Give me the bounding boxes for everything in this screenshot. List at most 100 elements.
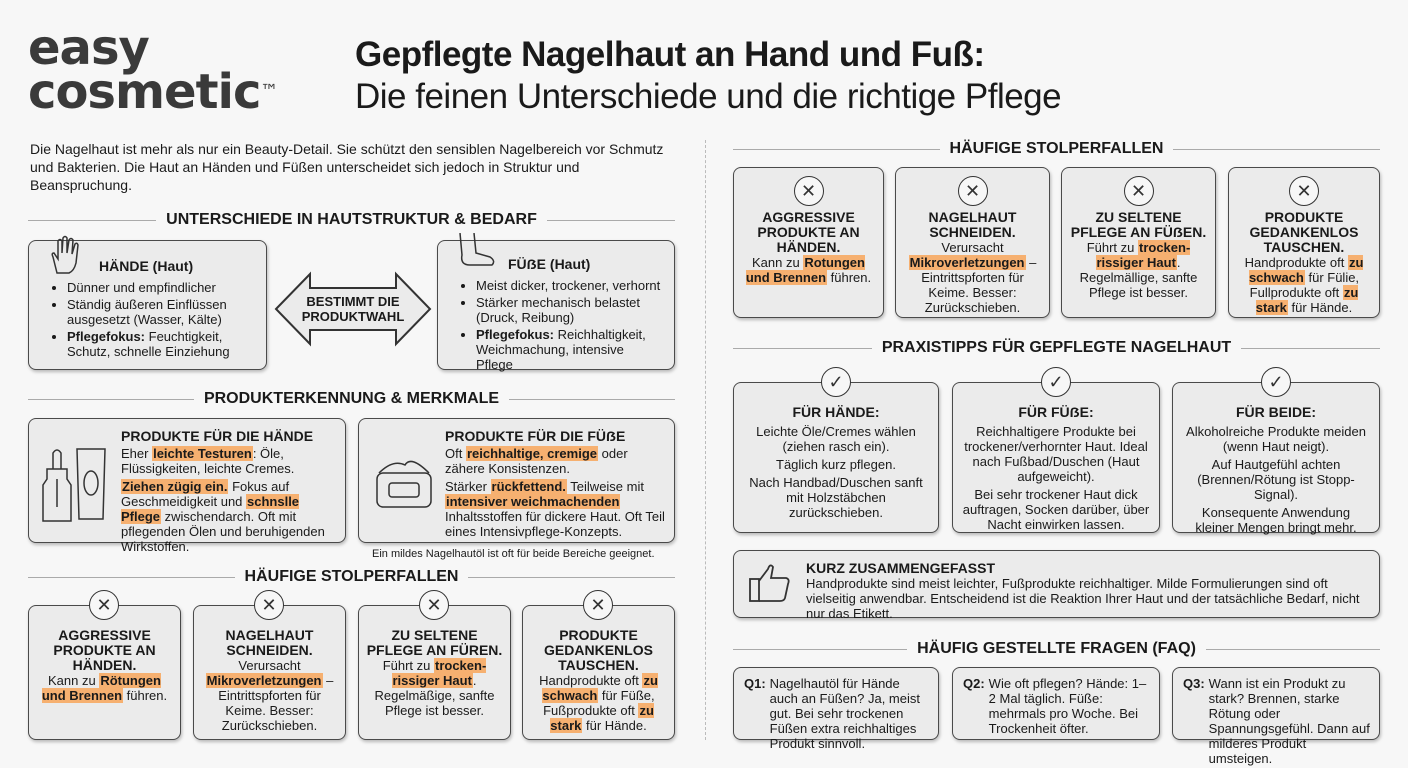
double-arrow-icon [274, 271, 432, 347]
text-segment: Stärker [445, 479, 491, 494]
feet-skin-card: FÜẞE (Haut) Meist dicker, trockener, ver… [437, 233, 675, 372]
pitfall-title: NAGELHAUT SCHNEIDEN. [225, 627, 314, 658]
products-note: Ein mildes Nagelhautöl ist oft für beide… [372, 548, 655, 560]
logo-line1: easy [28, 20, 150, 76]
faq-question-number: Q2: [963, 676, 985, 691]
rich-paragraph: Verursacht Mikroverletzungen – Eintritts… [200, 658, 339, 733]
hand-icon [51, 235, 79, 274]
arrow-label: BESTIMMT DIE PRODUKTWAHL [301, 294, 405, 324]
card-title: PRODUKTE FÜR DIE HÄNDE [121, 428, 314, 444]
pitfall-title: ZU SELTENE PFLEGE AN FÜREN. [366, 627, 503, 658]
text-segment: für Fülie, Fullprodukte oft [1249, 270, 1360, 300]
highlighted-text: rückfettend. [490, 479, 567, 494]
title-line1: Gepflegte Nagelhaut an Hand und Fuß: [355, 35, 985, 74]
text-segment: Verursacht [941, 240, 1004, 255]
check-circle-icon: ✓ [821, 367, 851, 397]
text-segment: führen. [123, 688, 168, 703]
pitfall-card: ✕ZU SELTENE PFLEGE AN FÜREN.Führt zu tro… [358, 590, 511, 740]
x-circle-icon: ✕ [957, 176, 988, 206]
highlighted-text: Mikroverletzungen [205, 673, 323, 688]
card-title: PRODUKTE FÜR DIE FÜẞE [445, 428, 626, 444]
faq-text: Nagelhautöl für Hände auch an Füßen? Ja,… [769, 676, 920, 751]
tip-title: FÜR HÄNDE: [792, 404, 880, 420]
page-title: Gepflegte Nagelhaut an Hand und Fuß:Die … [355, 34, 1062, 118]
text-segment: – Eintrittspforten für Keime. Besser: Zu… [921, 255, 1037, 315]
tip-title: FÜR BEIDE: [1235, 404, 1317, 420]
text-segment: . Regelmällige, sanfte Pflege ist besser… [1079, 255, 1198, 300]
faq-text: Wie oft pflegen? Hände: 1–2 Mal täglich.… [988, 676, 1147, 736]
check-circle-icon: ✓ [1041, 367, 1071, 397]
pitfall-title: PRODUKTE GEDANKENLOS TAUSCHEN. [544, 627, 653, 673]
text-segment: Handprodukte oft [539, 673, 643, 688]
text-segment: – Eintrittspforten für Keime. Besser: Zu… [218, 673, 334, 733]
text-segment: Führt zu [1086, 240, 1138, 255]
tip-text: Auf Hautgefühl achten (Brennen/Rötung is… [1197, 457, 1355, 502]
focus-text: Feuchtigkeit, Schutz, schnelle Einziehun… [67, 329, 230, 359]
tip-text: Alkoholreiche Produkte meiden (wenn Haut… [1186, 424, 1366, 454]
rich-paragraph: Verursacht Mikroverletzungen – Eintritts… [902, 240, 1043, 315]
pitfall-card: ✕ZU SELTENE PFLEGE AN FÜẞEN.Führt zu tro… [1061, 167, 1216, 318]
list-item: Dünner und empfindlicher [67, 280, 256, 295]
rich-paragraph: Handprodukte oft zu schwach für Fülie, F… [1235, 255, 1373, 315]
tip-card: ✓FÜR FÜẞE:Reichhaltigere Produkte bei tr… [952, 367, 1160, 533]
text-segment: Inhaltsstoffen für dickere Haut. Oft Tei… [445, 509, 665, 539]
focus-label: Pflegefokus: [476, 327, 555, 342]
pitfall-title: AGGRESSIVE PRODUKTE AN HÄNDEN. [757, 209, 860, 255]
rich-paragraph: Stärker rückfettend. Teilweise mit inten… [445, 479, 666, 539]
highlighted-text: intensiver weichmachenden [445, 494, 621, 509]
dropper-bottle-and-tube-icon [42, 448, 106, 522]
x-circle-icon: ✕ [89, 590, 119, 620]
tip-text: Konsequente Anwendung kleiner Mengen bri… [1195, 505, 1357, 535]
pitfall-title: ZU SELTENE PFLEGE AN FÜẞEN. [1070, 209, 1207, 240]
summary-card: KURZ ZUSAMMENGEFASST Handprodukte sind m… [733, 550, 1380, 621]
trademark: ™ [260, 81, 278, 102]
rich-paragraph: Kann zu Rotungen und Brennen führen. [740, 255, 877, 285]
rich-paragraph: Oft reichhaltige, cremige oder zähere Ko… [445, 446, 666, 476]
pitfall-title: NAGELHAUT SCHNEIDEN. [928, 209, 1017, 240]
logo-line2: cosmetic [28, 64, 261, 120]
pitfall-card: ✕PRODUKTE GEDANKENLOS TAUSCHEN.Handprodu… [522, 590, 675, 740]
pitfall-card: ✕AGGRESSIVE PRODUKTE AN HÄNDEN.Kann zu R… [733, 167, 884, 318]
rich-paragraph: Kann zu Rötungen und Brennen führen. [35, 673, 174, 703]
rich-paragraph: Ziehen zügig ein. Fokus auf Geschmeidigk… [121, 479, 337, 554]
text-segment: Oft [445, 446, 466, 461]
intro-text: Die Nagelhaut ist mehr als nur ein Beaut… [30, 141, 664, 193]
x-circle-icon: ✕ [793, 176, 824, 206]
tip-text: Leichte Öle/Cremes wählen (ziehen rasch … [756, 424, 916, 454]
highlighted-text: reichhaltige, cremige [465, 446, 599, 461]
rich-paragraph: Handprodukte oft zu schwach für Füße, Fu… [529, 673, 668, 733]
faq-question-number: Q1: [744, 676, 766, 691]
column-divider [705, 140, 706, 740]
list-item: Stärker mechanisch belastet (Druck, Reib… [476, 295, 664, 325]
text-segment: Eher [121, 446, 153, 461]
thumbs-up-icon [749, 564, 790, 602]
text-segment: oder zähere Konsistenzen. [445, 446, 628, 476]
faq-text: Wann ist ein Produkt zu stark? Brennen, … [1208, 676, 1370, 766]
tip-text: Reichhaltigere Produkte bei trockener/ve… [964, 424, 1148, 484]
summary-title: KURZ ZUSAMMENGEFASST [806, 560, 995, 576]
title-line2: Die feinen Unterschiede und die richtige… [355, 77, 1062, 116]
faq-card: Q2:Wie oft pflegen? Hände: 1–2 Mal tägli… [952, 667, 1160, 740]
foot-icon [459, 233, 495, 266]
section-header-pitfalls-left: HÄUFIGE STOLPERFALLEN [28, 568, 675, 586]
text-segment: Führt zu [382, 658, 434, 673]
pitfall-card: ✕NAGELHAUT SCHNEIDEN.Verursacht Mikrover… [895, 167, 1050, 318]
text-segment: Handprodukte oft [1244, 255, 1348, 270]
card-title: HÄNDE (Haut) [99, 258, 194, 274]
list-item: Ständig äußeren Einflüssen ausgesetzt (W… [67, 297, 256, 327]
list-item: Meist dicker, trockener, verhornt [476, 278, 664, 293]
faq-card: Q1:Nagelhautöl für Hände auch an Füßen? … [733, 667, 939, 751]
rich-paragraph: Eher leichte Testuren: Öle, Flüssigkeite… [121, 446, 337, 476]
text-segment: zwischendarch. Oft mit pflegenden Ölen u… [121, 509, 325, 554]
pitfall-card: ✕PRODUKTE GEDANKENLOS TAUSCHEN.Handprodu… [1228, 167, 1380, 318]
pitfall-title: AGGRESSIVE PRODUKTE AN HÄNDEN. [53, 627, 156, 673]
text-segment: Fokus auf Geschmeidigkeit und [121, 479, 290, 509]
highlighted-text: leichte Testuren [152, 446, 253, 461]
section-header-tips: PRAXISTIPPS FÜR GEPFLEGTE NAGELHAUT [733, 339, 1380, 357]
text-segment: Kann zu [752, 255, 804, 270]
section-header-products: PRODUKTERKENNUNG & MERKMALE [28, 390, 675, 408]
summary-text: Handprodukte sind meist leichter, Fußpro… [806, 576, 1360, 621]
section-header-faq: HÄUFIG GESTELLTE FRAGEN (FAQ) [733, 640, 1380, 658]
pitfall-card: ✕ AGGRESSIVE PRODUKTE AN HÄNDEN.Kann zu R… [28, 590, 181, 740]
